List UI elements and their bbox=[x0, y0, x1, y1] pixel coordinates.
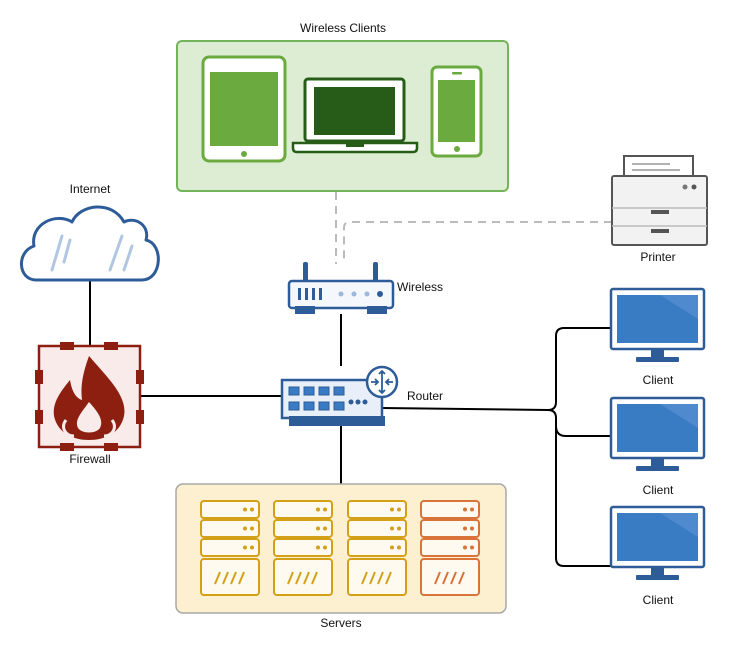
link-router-clients bbox=[381, 327, 612, 567]
server-rack-icon bbox=[273, 500, 333, 596]
server-rack-icon bbox=[200, 500, 260, 596]
client-label: Client bbox=[642, 593, 674, 607]
laptop-icon bbox=[291, 77, 419, 154]
cloud-icon bbox=[20, 205, 160, 282]
client-label: Client bbox=[642, 373, 674, 387]
server-rack-icon bbox=[420, 500, 480, 596]
monitor-icon bbox=[609, 396, 706, 471]
monitor-icon bbox=[609, 287, 706, 362]
printer-label: Printer bbox=[640, 250, 676, 264]
internet-label: Internet bbox=[69, 182, 111, 196]
firewall-icon bbox=[35, 342, 144, 451]
phone-icon bbox=[430, 65, 483, 158]
monitor-icon bbox=[609, 505, 706, 580]
wireless-dashed-links bbox=[335, 192, 612, 264]
wireless-clients-group bbox=[176, 40, 509, 192]
router-switch-icon bbox=[280, 365, 399, 426]
server-rack-icon bbox=[347, 500, 407, 596]
router-label: Router bbox=[407, 389, 444, 403]
tablet-icon bbox=[201, 55, 287, 163]
servers-label: Servers bbox=[320, 616, 362, 630]
wireless-access-point-icon bbox=[287, 262, 395, 314]
wireless-label: Wireless bbox=[397, 280, 444, 294]
printer-icon bbox=[611, 155, 708, 246]
client-monitors bbox=[609, 287, 706, 580]
servers-group bbox=[175, 483, 507, 614]
dashed-printer-to-wireless bbox=[343, 221, 612, 264]
connection-lines bbox=[89, 280, 612, 567]
wireless-clients-label: Wireless Clients bbox=[299, 21, 387, 35]
firewall-label: Firewall bbox=[69, 452, 111, 466]
client-label: Client bbox=[642, 483, 674, 497]
